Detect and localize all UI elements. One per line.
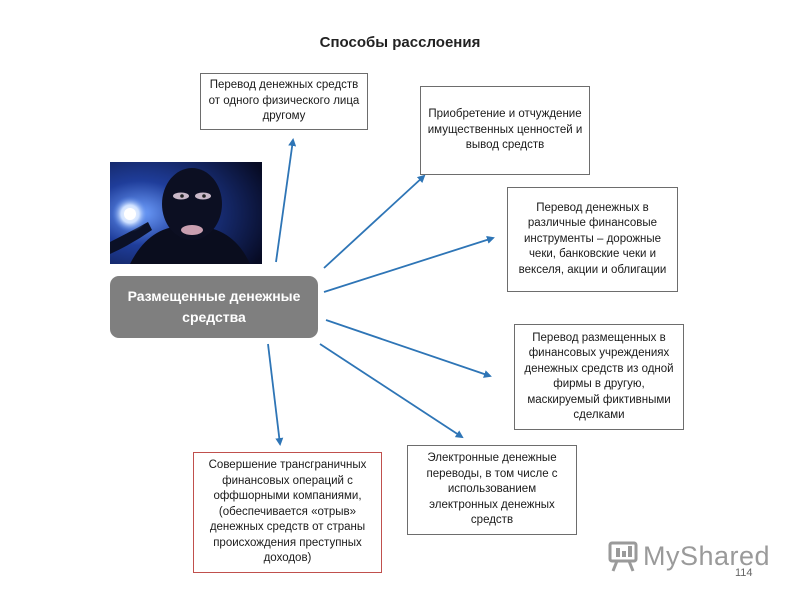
myshared-logo: MyShared xyxy=(607,536,770,576)
page-number: 114 xyxy=(735,567,753,579)
arrow-to-box-5 xyxy=(319,343,464,439)
method-box-5: Электронные денежные переводы, в том чис… xyxy=(407,445,577,535)
slide-title: Способы расслоения xyxy=(319,34,481,51)
arrow-to-box-1 xyxy=(275,138,297,263)
center-node: Размещенные денежные средства xyxy=(110,276,318,338)
method-box-4: Перевод размещенных в финансовых учрежде… xyxy=(514,324,684,430)
arrow-to-box-2 xyxy=(323,174,426,269)
method-box-2: Приобретение и отчуждение имущественных … xyxy=(420,86,590,175)
myshared-logo-icon xyxy=(608,541,638,572)
arrow-to-box-3 xyxy=(323,236,495,293)
arrow-to-box-6 xyxy=(267,343,284,446)
method-box-6: Совершение трансграничных финансовых опе… xyxy=(193,452,382,573)
method-box-3: Перевод денежных в различные финансовые … xyxy=(507,187,678,292)
arrow-to-box-4 xyxy=(325,319,492,378)
masked-person-image xyxy=(110,162,262,264)
method-box-1: Перевод денежных средств от одного физич… xyxy=(200,73,368,130)
logo-text: MyShared xyxy=(643,540,771,571)
